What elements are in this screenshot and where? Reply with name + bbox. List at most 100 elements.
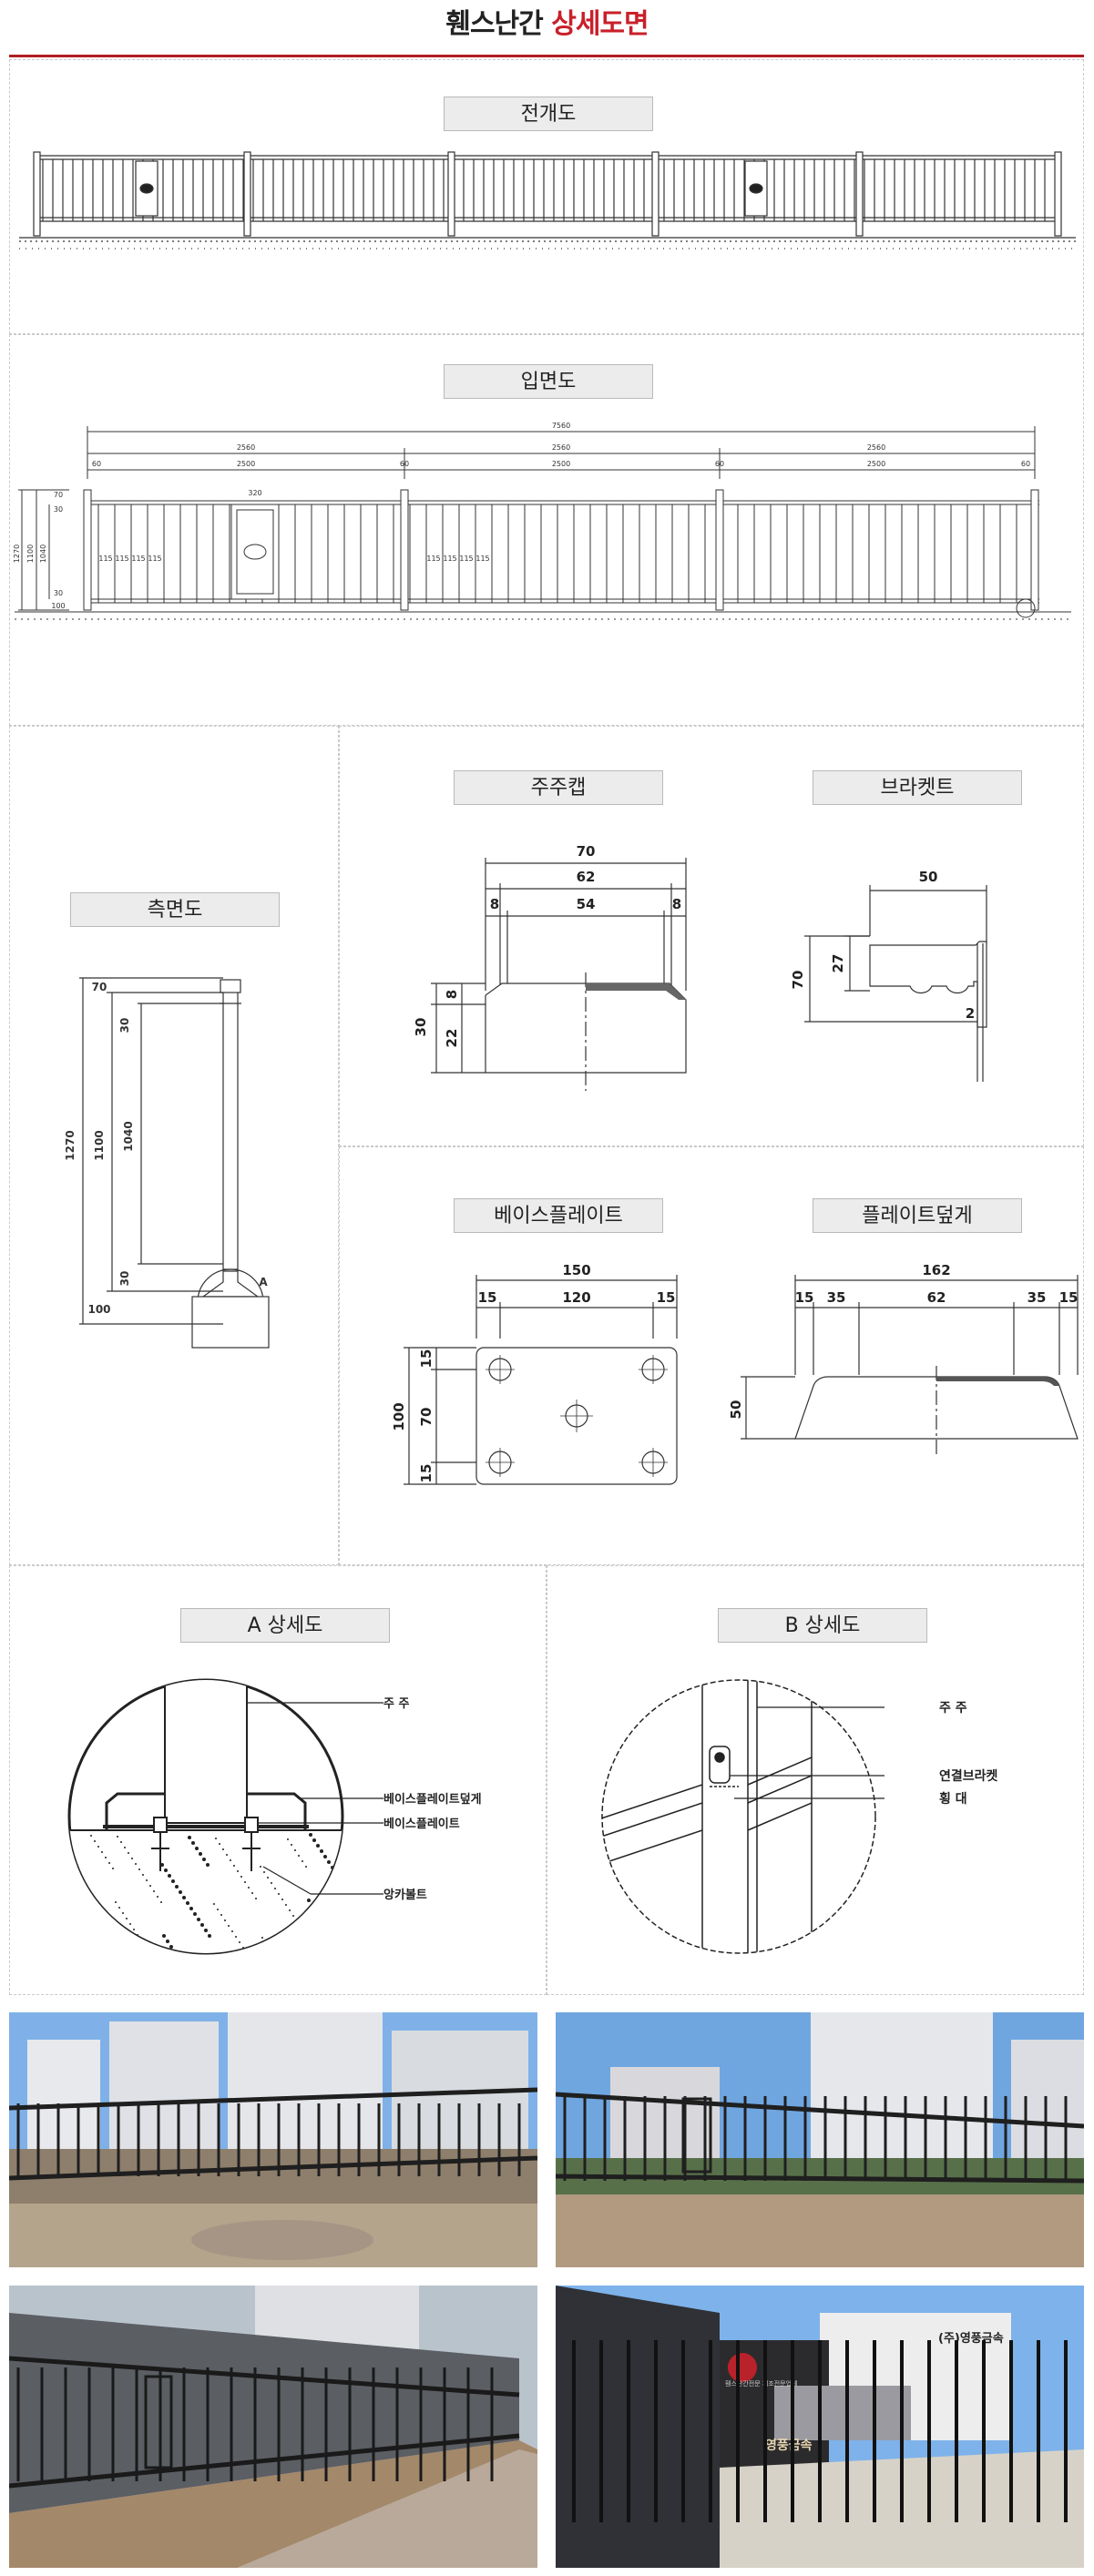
dim-pitch-8: 115 (475, 555, 489, 563)
concrete-dot (307, 1899, 311, 1902)
concrete-dot (129, 1923, 131, 1925)
concrete-dot (230, 1859, 231, 1861)
side-dim-inner: 1040 (122, 1121, 135, 1151)
concrete-dot (224, 1919, 226, 1921)
concrete-dot (70, 1873, 72, 1875)
concrete-dot (140, 1940, 142, 1941)
concrete-dot (69, 1939, 70, 1940)
dim-pitch-2: 115 (115, 555, 128, 563)
concrete-dot (118, 1907, 120, 1909)
concrete-dot (231, 1930, 233, 1932)
concrete-dot (353, 1899, 356, 1902)
a-label-post: 주 주 (383, 1697, 409, 1711)
concrete-dot (184, 1967, 188, 1970)
concrete-dot (158, 1967, 160, 1969)
concrete-dot (334, 1871, 338, 1875)
dim-post-1: 60 (92, 460, 101, 468)
dim-bottom: 100 (51, 602, 65, 610)
a-label-plate: 베이스플레이트 (383, 1817, 460, 1831)
concrete-dot (289, 1909, 291, 1911)
plate-dim-top: 15 (418, 1349, 435, 1369)
bracket-drawing: 50 27 70 2 (790, 869, 987, 1082)
concrete-dot (246, 1952, 248, 1953)
concrete-dot (133, 1929, 135, 1930)
concrete-dot (244, 1881, 246, 1883)
side-dim-total: 1270 (64, 1130, 77, 1160)
concrete-dot (195, 1847, 199, 1850)
concrete-dot (219, 1843, 220, 1845)
base-plate-label: 베이스플레이트 (454, 1198, 663, 1233)
concrete-dot (160, 1901, 162, 1903)
concrete-dot (298, 1855, 300, 1857)
concrete-dot (180, 1961, 184, 1965)
concrete-dot (124, 1847, 126, 1848)
concrete-dot (88, 1900, 90, 1902)
plate-dim-mid: 70 (418, 1408, 435, 1427)
concrete-dot (305, 1866, 307, 1868)
title-divider (9, 55, 1084, 57)
concrete-dot (272, 1953, 274, 1955)
concrete-dot (217, 1909, 219, 1910)
post-cap-drawing: 70 62 54 8 8 30 8 22 (413, 843, 687, 1091)
concrete-dot (113, 1967, 115, 1969)
concrete-dot (278, 1893, 280, 1895)
dim-pitch-3: 115 (131, 555, 145, 563)
dim-total: 7560 (552, 422, 570, 430)
cap-dim-h-body: 22 (444, 1029, 460, 1048)
a-label-anchor: 앙카볼트 (383, 1888, 427, 1902)
concrete-dot (237, 1870, 239, 1872)
concrete-dot (250, 1958, 251, 1960)
cap-dim-h: 30 (413, 1018, 429, 1037)
concrete-dot (351, 1964, 354, 1968)
side-dim-r1: 30 (118, 1018, 131, 1033)
cap-dim-edge-l: 8 (490, 896, 499, 912)
cap-dim-w: 70 (577, 843, 596, 860)
concrete-dot (92, 1906, 94, 1908)
concrete-dot (142, 1874, 144, 1876)
side-dim-r2: 30 (118, 1271, 131, 1287)
plate-cover-drawing: 162 15 35 62 35 15 50 (728, 1262, 1079, 1457)
detail-a-label: A 상세도 (180, 1608, 390, 1643)
concrete-dot (287, 1838, 289, 1840)
concrete-dot (148, 1950, 149, 1952)
plate-dim-h: 100 (391, 1402, 407, 1431)
site-photo-4: (주)영풍금속 영풍금속 휀스난간전문 제조전문업체 (556, 2286, 1084, 2568)
concrete-dot (179, 1890, 182, 1894)
photo-brand-sign: 영풍금속 (765, 2438, 813, 2453)
concrete-dot (99, 1917, 101, 1919)
concrete-dot (204, 1929, 208, 1932)
concrete-dot (316, 1844, 320, 1848)
dim-rail-bottom: 30 (54, 589, 63, 597)
dim-post-2: 60 (400, 460, 409, 468)
concrete-dot (233, 1865, 235, 1867)
elevation-label: 입면도 (444, 364, 653, 399)
concrete-dot (193, 1912, 197, 1916)
dim-h2: 1040 (39, 545, 47, 563)
concrete-dot (87, 1966, 88, 1968)
dim-post-4: 60 (1021, 460, 1030, 468)
dim-inner-1: 2500 (237, 460, 255, 468)
concrete-dot (74, 1879, 76, 1880)
concrete-dot (90, 1835, 92, 1837)
concrete-dot (191, 1841, 195, 1845)
concrete-dot (77, 1884, 79, 1886)
concrete-dot (63, 1833, 66, 1837)
concrete-dot (169, 1945, 173, 1949)
b-label-post: 주 주 (939, 1701, 967, 1716)
concrete-dot (76, 1950, 77, 1951)
dim-h1: 1100 (26, 545, 35, 563)
concrete-dot (151, 1956, 153, 1958)
concrete-dot (340, 1948, 343, 1951)
concrete-dot (332, 1937, 336, 1940)
concrete-dot (322, 1920, 325, 1924)
detail-b-panel: B 상세도 주 주 연결브라켓 횡 대 (547, 1565, 1084, 1995)
concrete-dot (291, 1844, 292, 1846)
concrete-dot (338, 1877, 342, 1880)
concrete-dot (336, 1942, 340, 1946)
concrete-dot (303, 1931, 305, 1933)
detail-b-label: B 상세도 (718, 1608, 927, 1643)
site-photo-2 (556, 2012, 1084, 2267)
concrete-dot (342, 1882, 343, 1886)
plate-dim-edge-r: 15 (657, 1289, 676, 1306)
cover-dim-s2-l: 35 (827, 1289, 846, 1306)
